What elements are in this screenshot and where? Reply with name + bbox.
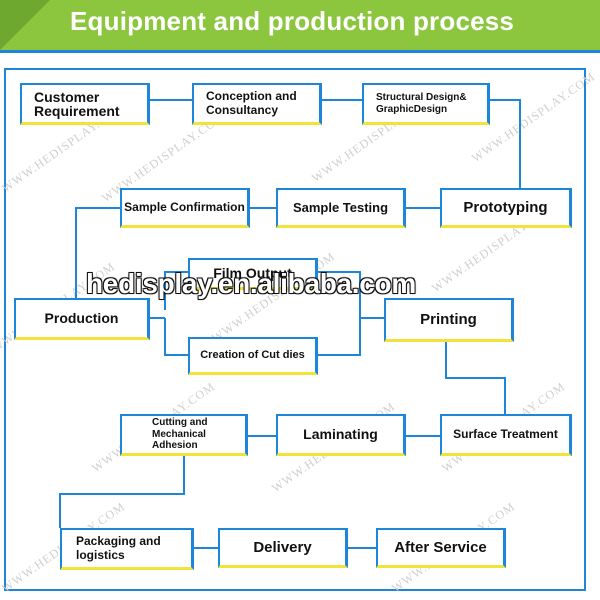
overlay-watermark: hedisplay.en.alibaba.com [86,268,416,299]
step-surface-treatment: Surface Treatment [440,414,572,456]
step-delivery: Delivery [218,528,348,568]
banner-corner [0,0,50,50]
step-film-output: Film Output [188,258,318,290]
diagram-frame [4,68,586,591]
step-sample-confirmation: Sample Confirmation [120,188,250,228]
step-structural-design: Structural Design& GraphicDesign [362,83,490,125]
step-printing: Printing [384,298,514,342]
step-cutting-adhesion: Cutting and Mechanical Adhesion [120,414,248,456]
step-laminating: Laminating [276,414,406,456]
step-conception: Conception and Consultancy [192,83,322,125]
page-title: Equipment and production process [70,6,515,36]
step-sample-testing: Sample Testing [276,188,406,228]
step-production: Production [14,298,150,340]
banner-divider [0,50,600,53]
step-after-service: After Service [376,528,506,568]
step-packaging: Packaging and logistics [60,528,194,570]
step-prototyping: Prototyping [440,188,572,228]
header-banner: Equipment and production process [0,0,600,50]
step-cut-dies: Creation of Cut dies [188,337,318,375]
step-customer-requirement: Customer Requirement [20,83,150,125]
